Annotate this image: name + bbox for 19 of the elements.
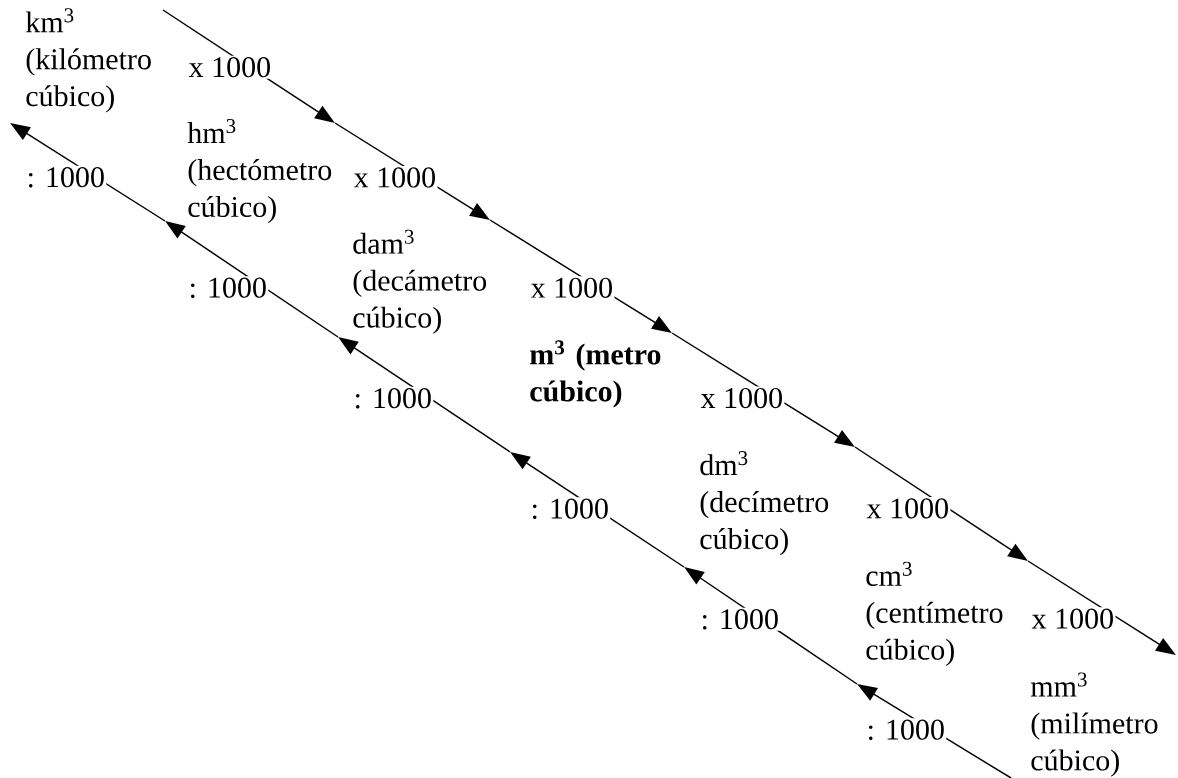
unit-label: hm$^{3}$ (hectómetro cúbico) <box>187 118 332 224</box>
edge-label: : 1000 <box>699 607 781 631</box>
edge-label: : 1000 <box>187 276 269 300</box>
edge-label: : 1000 <box>529 497 611 521</box>
edge-label: : 1000 <box>352 386 434 410</box>
edge-label: x 1000 <box>699 386 785 410</box>
edge-label: : 1000 <box>25 165 107 189</box>
edge-label: x 1000 <box>352 166 438 189</box>
edge-label: : 1000 <box>865 718 947 742</box>
edge-label: x 1000 <box>1030 607 1116 631</box>
edge-label: x 1000 <box>865 496 951 520</box>
unit-label: mm$^{3}$ (milímetro cúbico) <box>1030 672 1158 777</box>
unit-label: cm$^{3}$ (centímetro cúbico) <box>866 561 1003 666</box>
unit-label: dam$^{3}$ (decámetro cúbico) <box>353 229 487 334</box>
unit-label: km$^{3}$ (kilómetro cúbico) <box>25 8 151 113</box>
edge-label: x 1000 <box>529 276 615 300</box>
edge-label: x 1000 <box>187 55 273 79</box>
unit-label: m$^{3}$ (metro cúbico) <box>530 340 661 408</box>
unit-label: dm$^{3}$ (decímetro cúbico) <box>700 451 829 556</box>
